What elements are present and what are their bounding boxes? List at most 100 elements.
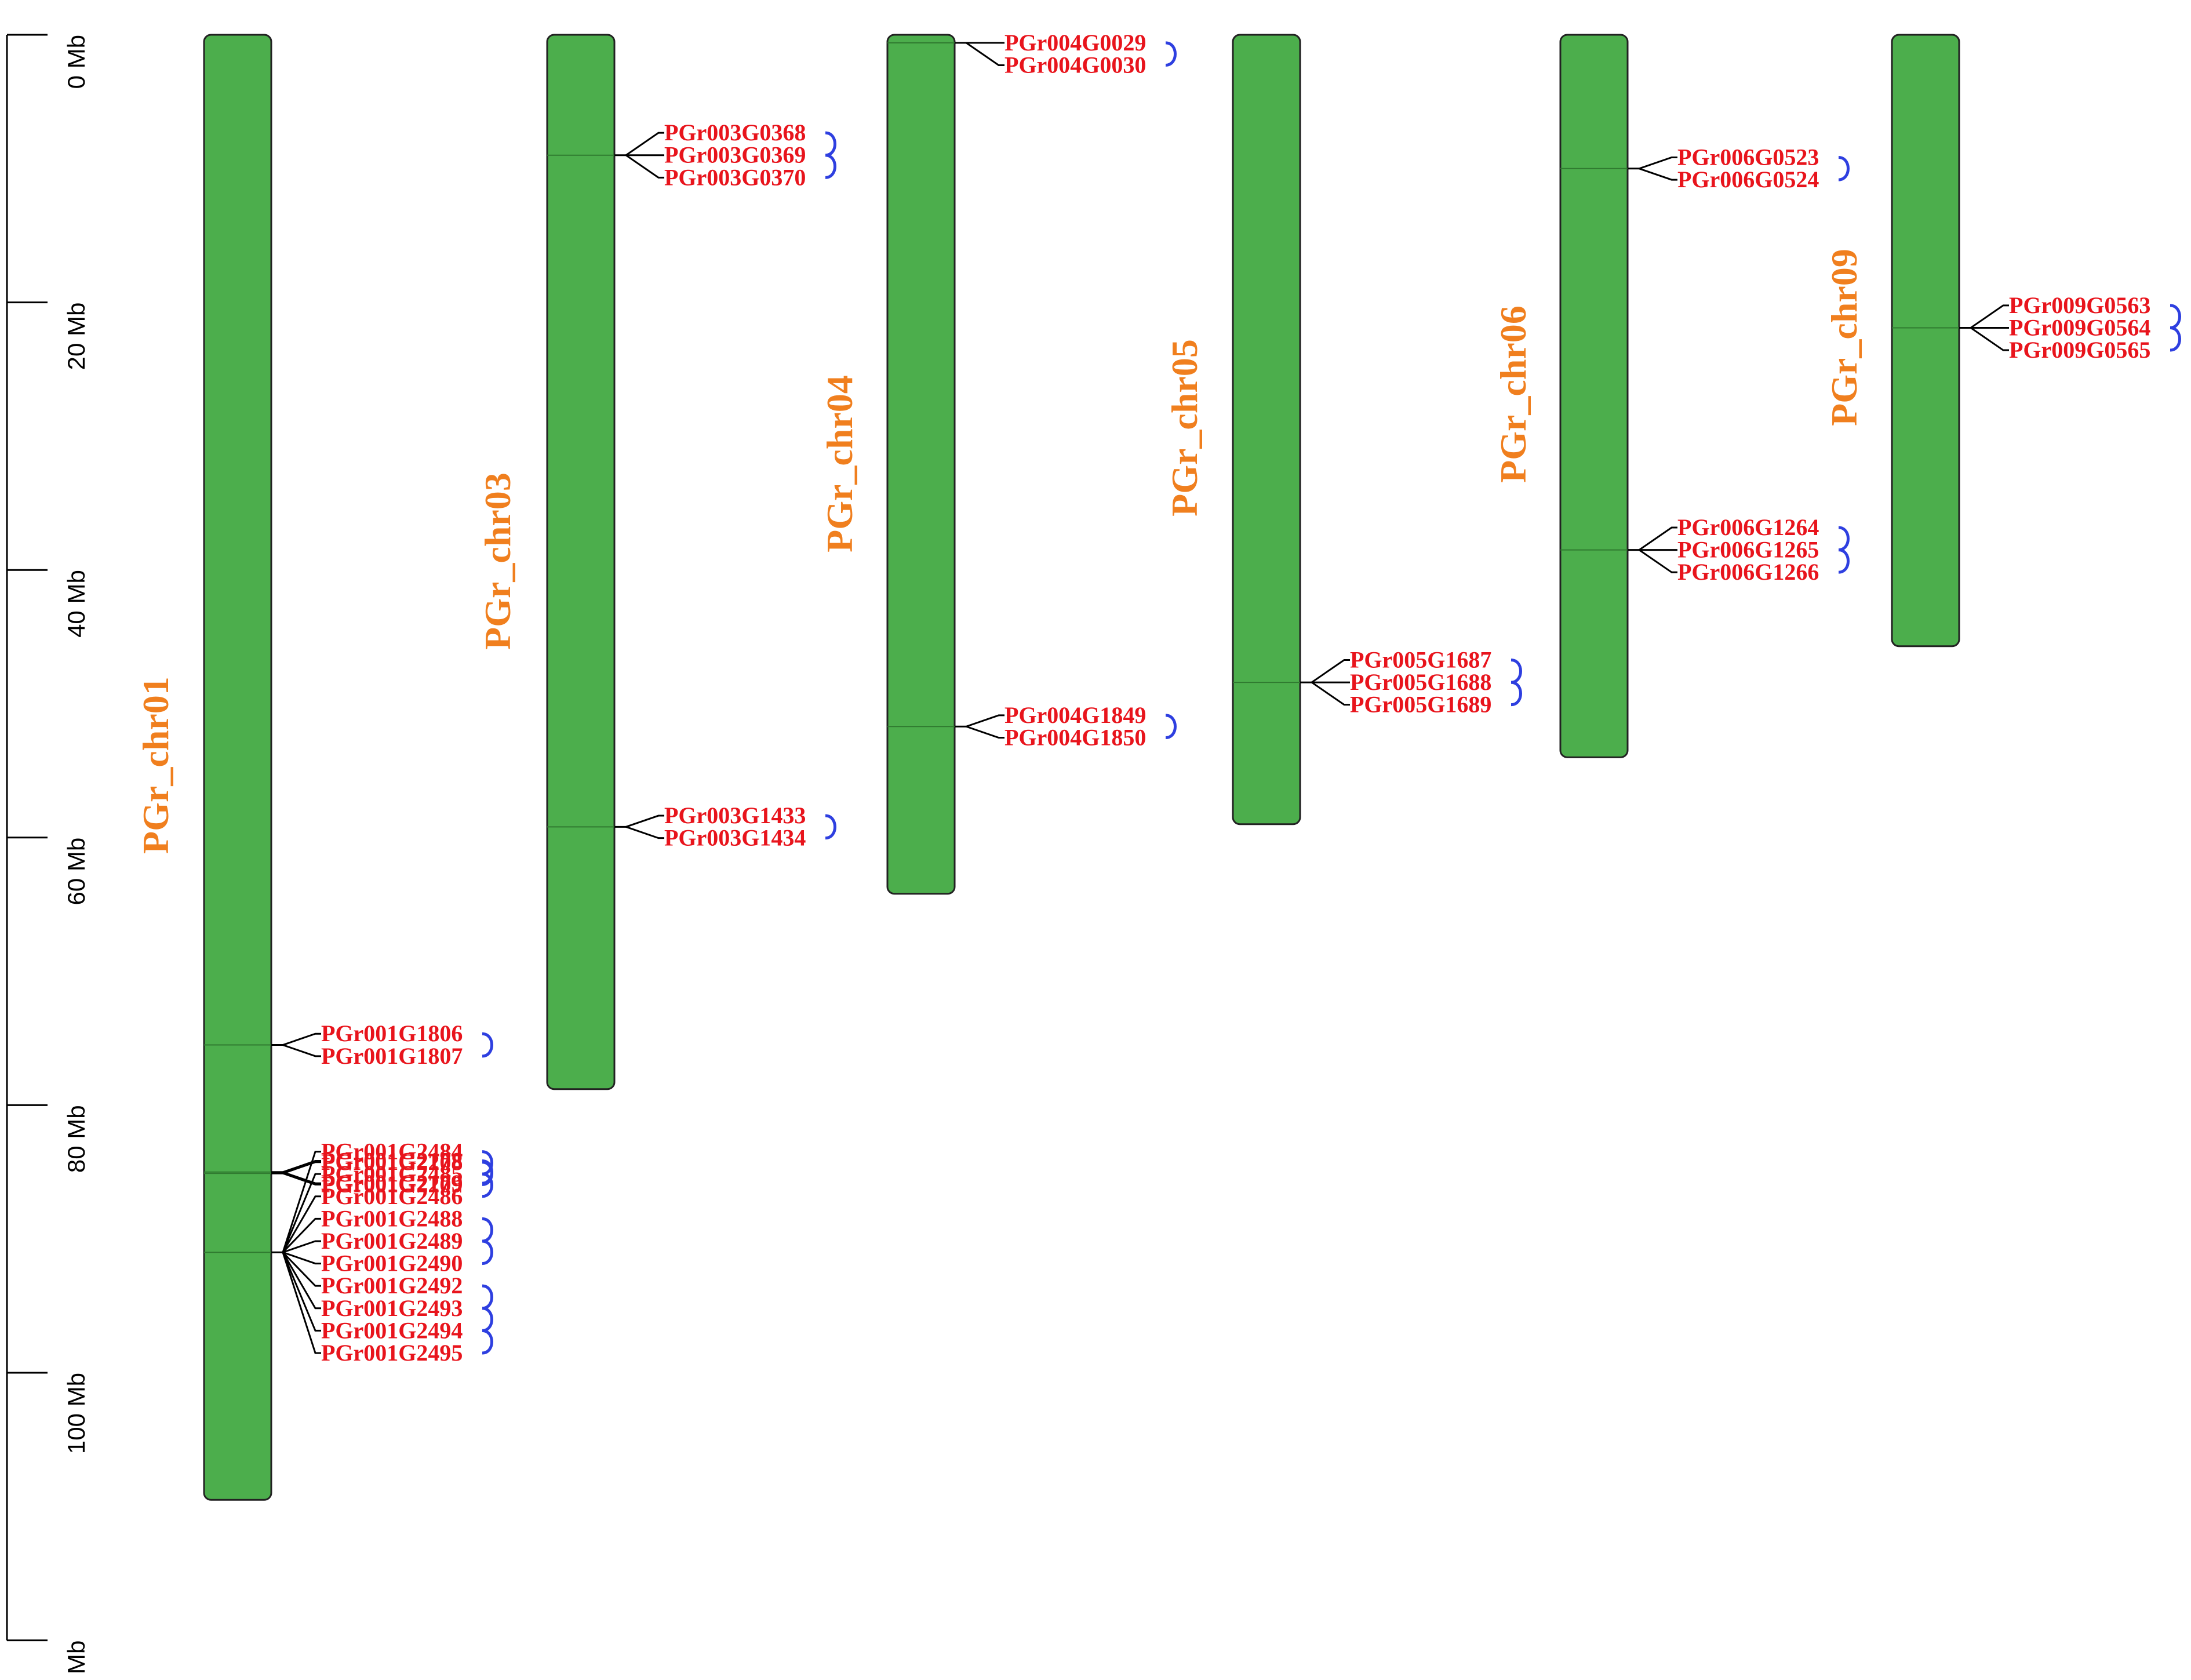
gene-connector: [1639, 168, 1677, 181]
axis-tick-label: 20 Mb: [63, 303, 90, 370]
gene-label: PGr009G0565: [2009, 337, 2150, 363]
gene-label: PGr001G2178: [321, 1148, 463, 1174]
gene-connector: [1970, 327, 2009, 351]
axis-tick-label: 0 Mb: [63, 35, 90, 89]
gene-connector: [282, 1240, 321, 1253]
gene-connector: [282, 1151, 321, 1253]
gene-label: PGr001G2179: [321, 1170, 463, 1196]
chromosome-bar: [1559, 34, 1629, 758]
gene-label: PGr006G0524: [1677, 166, 1819, 192]
gene-label: PGr001G2495: [321, 1340, 463, 1366]
gene-label: PGr001G2493: [321, 1295, 463, 1321]
axis-tick-label: 40 Mb: [63, 570, 90, 638]
gene-label: PGr006G1264: [1677, 514, 1819, 540]
gene-label: PGr004G1850: [1004, 725, 1146, 751]
duplication-arc: [1838, 526, 1850, 552]
gene-connector: [282, 1044, 321, 1057]
chromosome-label: PGr_chr01: [135, 677, 176, 854]
gene-label: PGr001G1806: [321, 1020, 463, 1046]
gene-label: PGr001G2486: [321, 1183, 463, 1209]
duplication-arc: [2170, 326, 2181, 352]
chromosome-label: PGr_chr05: [1164, 339, 1205, 517]
gene-connector: [282, 1171, 321, 1184]
gene-connector: [1970, 304, 2009, 329]
gene-label: PGr004G0029: [1004, 30, 1146, 56]
duplication-arc: [1165, 714, 1177, 740]
chromosome-bar: [1232, 34, 1301, 826]
gene-connector: [282, 1161, 321, 1174]
chromosome-set: PGr_chr01PGr001G1806PGr001G1807PGr001G21…: [135, 30, 2181, 1501]
axis-tick-label: 60 Mb: [63, 838, 90, 906]
chromosome-bar: [203, 34, 272, 1501]
gene-connector: [1311, 659, 1350, 683]
chromosome-PGr_chr03: PGr_chr03PGr003G0368PGr003G0369PGr003G03…: [477, 34, 836, 1090]
duplication-arc: [2170, 304, 2181, 329]
gene-label: PGr001G1807: [321, 1043, 463, 1069]
gene-label: PGr001G2494: [321, 1317, 463, 1343]
gene-label: PGr001G2485: [321, 1161, 463, 1187]
gene-label: PGr005G1688: [1350, 669, 1491, 695]
gene-label: PGr005G1687: [1350, 646, 1491, 672]
gene-label: PGr001G2488: [321, 1205, 463, 1231]
duplication-arc: [482, 1161, 493, 1186]
gene-connector: [966, 725, 1004, 739]
duplication-arc: [825, 131, 836, 157]
duplication-arc: [825, 814, 836, 840]
gene-label: PGr005G1689: [1350, 692, 1491, 718]
gene-label: PGr004G0030: [1004, 52, 1146, 78]
gene-connector: [1639, 157, 1677, 170]
gene-label: PGr009G0564: [2009, 314, 2150, 340]
gene-connector: [625, 826, 664, 839]
gene-label: PGr001G2490: [321, 1250, 463, 1277]
gene-label: PGr009G0563: [2009, 292, 2150, 318]
gene-connector: [282, 1217, 321, 1253]
chromosome-bar: [886, 34, 956, 895]
gene-label: PGr003G0369: [664, 142, 806, 168]
duplication-arc: [1838, 156, 1850, 181]
duplication-arc: [482, 1284, 493, 1310]
gene-label: PGr003G1434: [664, 825, 806, 851]
chromosome-label: PGr_chr06: [1493, 306, 1534, 483]
duplication-arc: [482, 1172, 493, 1198]
duplication-arc: [482, 1217, 493, 1243]
gene-connector: [282, 1251, 321, 1265]
gene-label: PGr001G2492: [321, 1272, 463, 1299]
gene-connector: [625, 154, 664, 179]
gene-connector: [282, 1032, 321, 1046]
gene-label: PGr001G2208: [321, 1149, 463, 1175]
chromosome-PGr_chr01: PGr_chr01PGr001G1806PGr001G1807PGr001G21…: [135, 34, 493, 1501]
gene-connector: [282, 1173, 321, 1253]
gene-connector: [282, 1252, 321, 1310]
chromosome-label: PGr_chr04: [819, 375, 860, 552]
chromosome-bar: [1891, 34, 1960, 648]
gene-connector: [966, 42, 1004, 66]
gene-connector: [282, 1252, 321, 1332]
gene-connector: [282, 1195, 321, 1253]
gene-label: PGr006G0523: [1677, 144, 1819, 170]
gene-connector: [282, 1252, 321, 1354]
gene-connector: [282, 1252, 321, 1287]
gene-label: PGr003G1433: [664, 802, 806, 828]
duplication-arc: [482, 1032, 493, 1058]
duplication-arc: [482, 1239, 493, 1266]
axis-tick-label: 100 Mb: [63, 1373, 90, 1454]
chromosome-PGr_chr04: PGr_chr04 PGr004G0029PGr004G0030PGr004G18…: [819, 30, 1177, 895]
duplication-arc: [1838, 548, 1850, 574]
duplication-arc: [1165, 41, 1177, 67]
gene-label: PGr006G1266: [1677, 559, 1819, 585]
gene-label: PGr001G2484: [321, 1139, 463, 1165]
duplication-arc: [482, 1329, 493, 1355]
duplication-arc: [1511, 658, 1522, 684]
gene-connector: [282, 1160, 321, 1173]
gene-connector: [625, 814, 664, 828]
gene-connector: [1311, 681, 1350, 706]
gene-label: PGr003G0370: [664, 164, 806, 190]
gene-label: PGr001G2489: [321, 1228, 463, 1254]
gene-connector: [282, 1172, 321, 1186]
gene-connector: [966, 714, 1004, 728]
gene-label: PGr001G2209: [321, 1171, 463, 1197]
chromosome-PGr_chr06: PGr_chr06 PGr006G0523PGr006G0524PGr006G12…: [1493, 34, 1850, 758]
